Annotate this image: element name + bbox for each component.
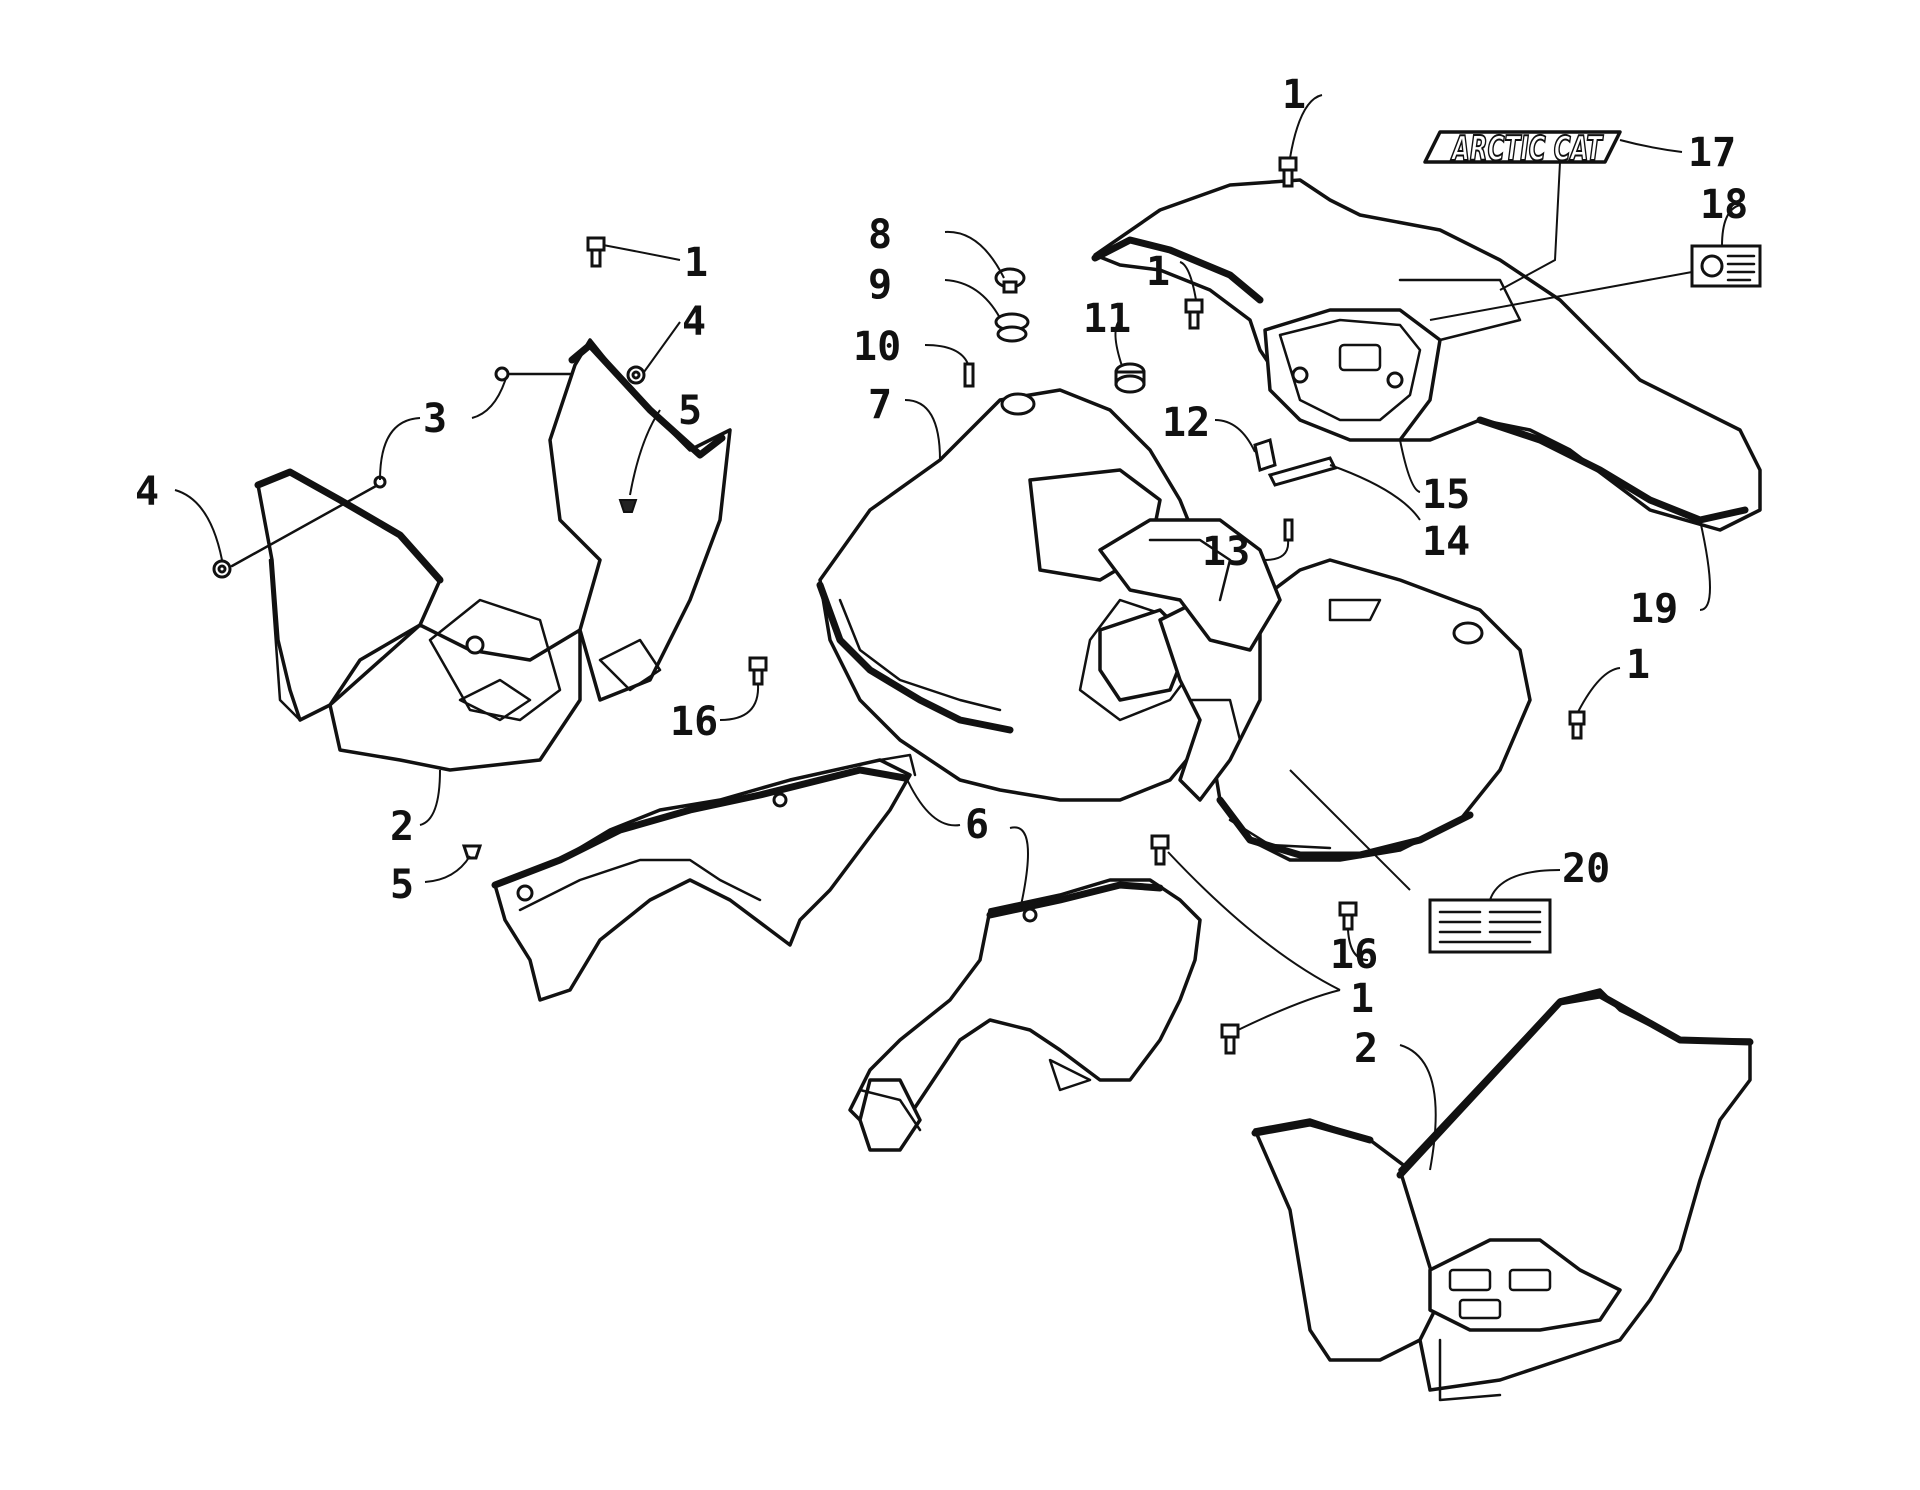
arctic-cat-logo-text: ARCTIC CAT [1450, 129, 1604, 169]
callout-5: 5 [390, 862, 414, 908]
bolt-icon [1568, 710, 1586, 740]
callout-4: 4 [682, 299, 706, 345]
callout-15: 15 [1422, 472, 1470, 518]
warning-label-18 [1690, 244, 1762, 288]
rear-fender-part [1091, 178, 1762, 532]
screw-icon [963, 362, 975, 388]
callout-1: 1 [1626, 642, 1650, 688]
center-bracket-part [1098, 518, 1282, 652]
callout-13: 13 [1202, 529, 1250, 575]
cap-icon [994, 267, 1026, 294]
callout-9: 9 [868, 262, 892, 308]
callout-18: 18 [1700, 182, 1748, 228]
left-inner-panel-part [491, 753, 917, 1002]
callout-3: 3 [423, 396, 447, 442]
strap-icon [1267, 456, 1338, 487]
clip-icon [1253, 438, 1277, 472]
callout-11: 11 [1083, 296, 1131, 342]
bolt-icon [1278, 156, 1298, 188]
grommet-icon [1114, 362, 1146, 394]
bolt-icon [1184, 298, 1204, 330]
screw-icon [1283, 518, 1294, 542]
right-front-fender-part [1158, 558, 1532, 862]
bolt-icon [586, 236, 606, 268]
rivet-icon [618, 499, 638, 513]
callout-1: 1 [1282, 72, 1306, 118]
nut-icon [212, 559, 232, 579]
right-inner-panel-part [848, 878, 1202, 1152]
callout-2: 2 [1354, 1026, 1378, 1072]
grommet-icon [994, 312, 1030, 343]
callout-1: 1 [684, 240, 708, 286]
callout-16: 16 [670, 699, 718, 745]
bolt-icon [1150, 834, 1170, 866]
callout-16: 16 [1330, 932, 1378, 978]
callout-1: 1 [1146, 249, 1170, 295]
bolt-icon [1220, 1023, 1240, 1055]
leader-lines [174, 94, 1741, 1171]
warning-label-20 [1428, 898, 1552, 954]
callout-6: 6 [965, 802, 989, 848]
callout-20: 20 [1562, 846, 1610, 892]
callout-14: 14 [1422, 519, 1470, 565]
callout-5: 5 [678, 388, 702, 434]
callout-labels: 1 1 1 1 1 2 2 3 4 4 5 5 6 7 8 9 10 11 12… [135, 72, 1748, 1072]
callout-8: 8 [868, 212, 892, 258]
left-footwell-part [254, 338, 732, 772]
rivet-icon [461, 844, 483, 860]
right-footwell-part [1251, 988, 1754, 1402]
callout-17: 17 [1688, 130, 1736, 176]
bolt-icon [1338, 901, 1358, 931]
callout-2: 2 [390, 804, 414, 850]
callout-12: 12 [1162, 400, 1210, 446]
bolt-icon [748, 656, 768, 686]
callout-1: 1 [1350, 976, 1374, 1022]
arctic-cat-logo-decal: ARCTIC CAT [1423, 128, 1622, 170]
front-fender-part [816, 388, 1262, 802]
callout-4: 4 [135, 469, 159, 515]
callout-10: 10 [853, 324, 901, 370]
nut-icon [626, 365, 646, 385]
callout-19: 19 [1630, 586, 1678, 632]
callout-7: 7 [868, 382, 892, 428]
